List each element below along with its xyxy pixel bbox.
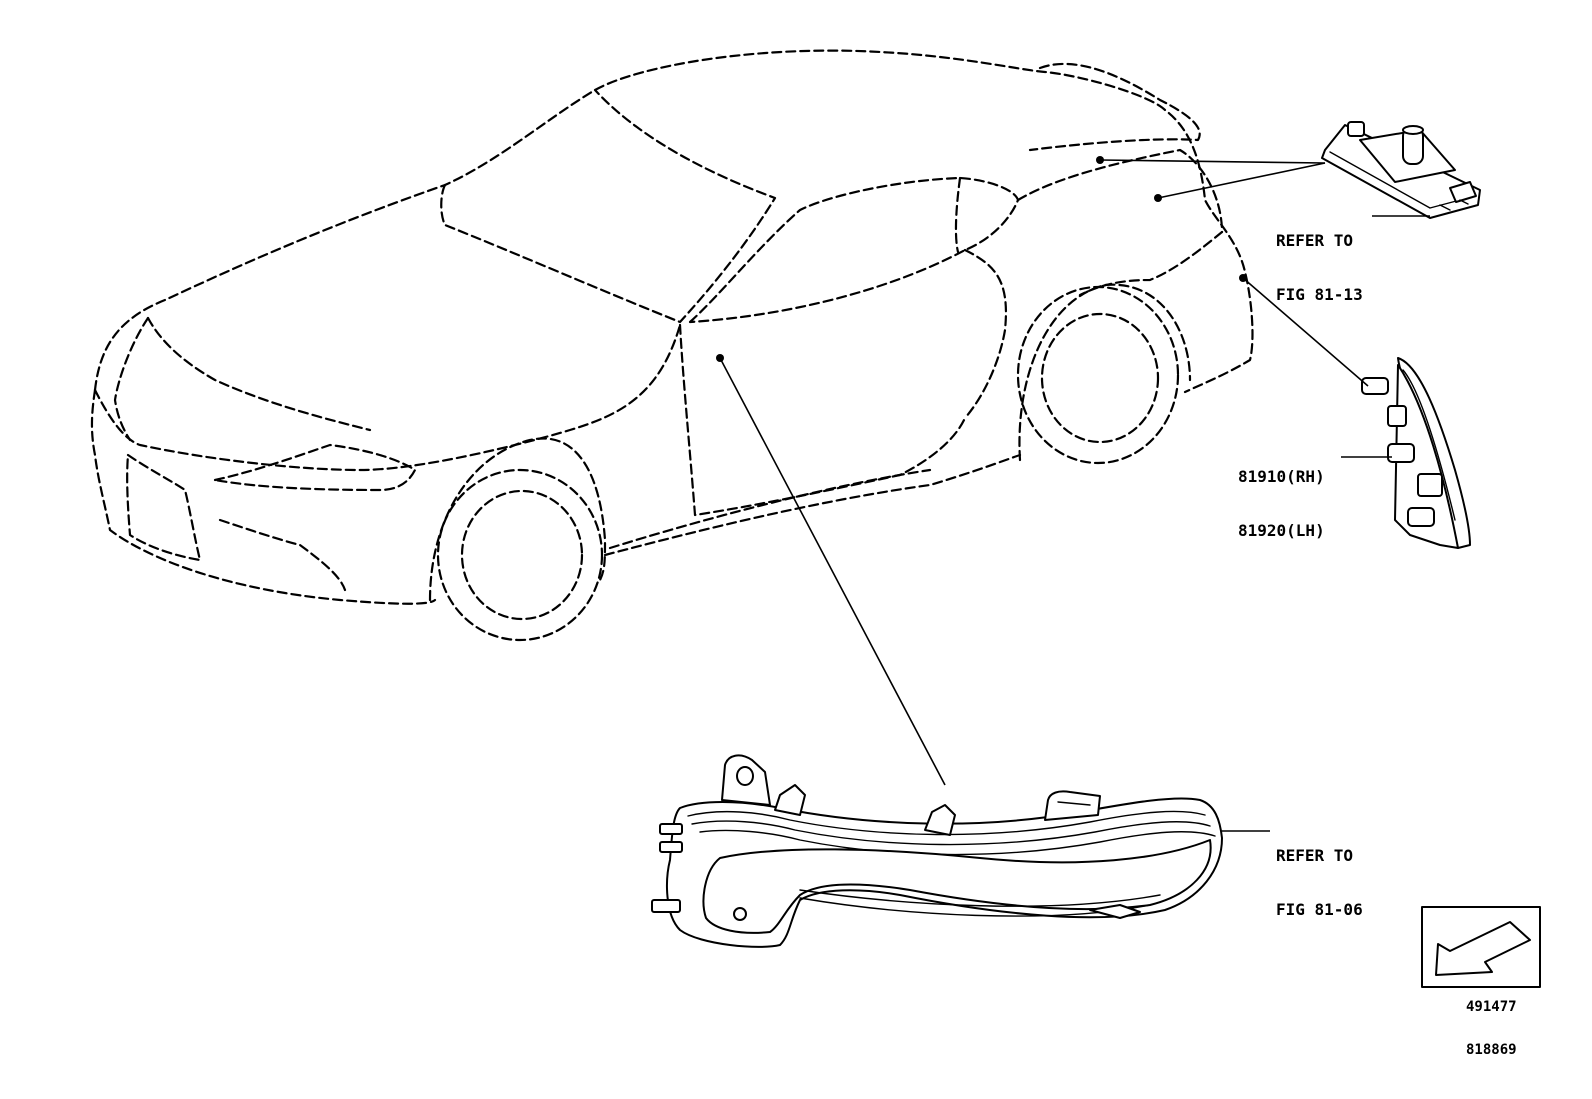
mirror-lamp-refer-line1: REFER TO (1276, 846, 1354, 865)
page-code: 818869 (1466, 1042, 1517, 1058)
license-plate-lamp-illustration (1321, 121, 1481, 219)
leader-lines (716, 156, 1430, 832)
side-marker-part-number-label: 81910(RH) 81920(LH) (1238, 432, 1325, 558)
mirror-turn-lamp-illustration (651, 754, 1223, 948)
vehicle-outline (90, 49, 1254, 642)
illustration-code: 491477 (1466, 999, 1517, 1015)
license-lamp-refer-label: REFER TO FIG 81-13 (1276, 196, 1363, 322)
mirror-lamp-refer-label: REFER TO FIG 81-06 (1276, 811, 1363, 937)
callout-dot-license-lamp-2 (1154, 194, 1162, 202)
arrow-down-left-icon (1421, 906, 1541, 988)
side-marker-lamp-illustration (1361, 357, 1471, 549)
part-number-rh: 81910(RH) (1238, 467, 1325, 486)
license-lamp-refer-line2: FIG 81-13 (1276, 285, 1363, 304)
callout-dot-side-marker (1239, 274, 1247, 282)
mirror-lamp-refer-line2: FIG 81-06 (1276, 900, 1363, 919)
part-number-lh: 81920(LH) (1238, 521, 1325, 540)
license-lamp-refer-line1: REFER TO (1276, 231, 1354, 250)
callout-dot-license-lamp-1 (1096, 156, 1104, 164)
callout-dot-mirror-lamp (716, 354, 724, 362)
